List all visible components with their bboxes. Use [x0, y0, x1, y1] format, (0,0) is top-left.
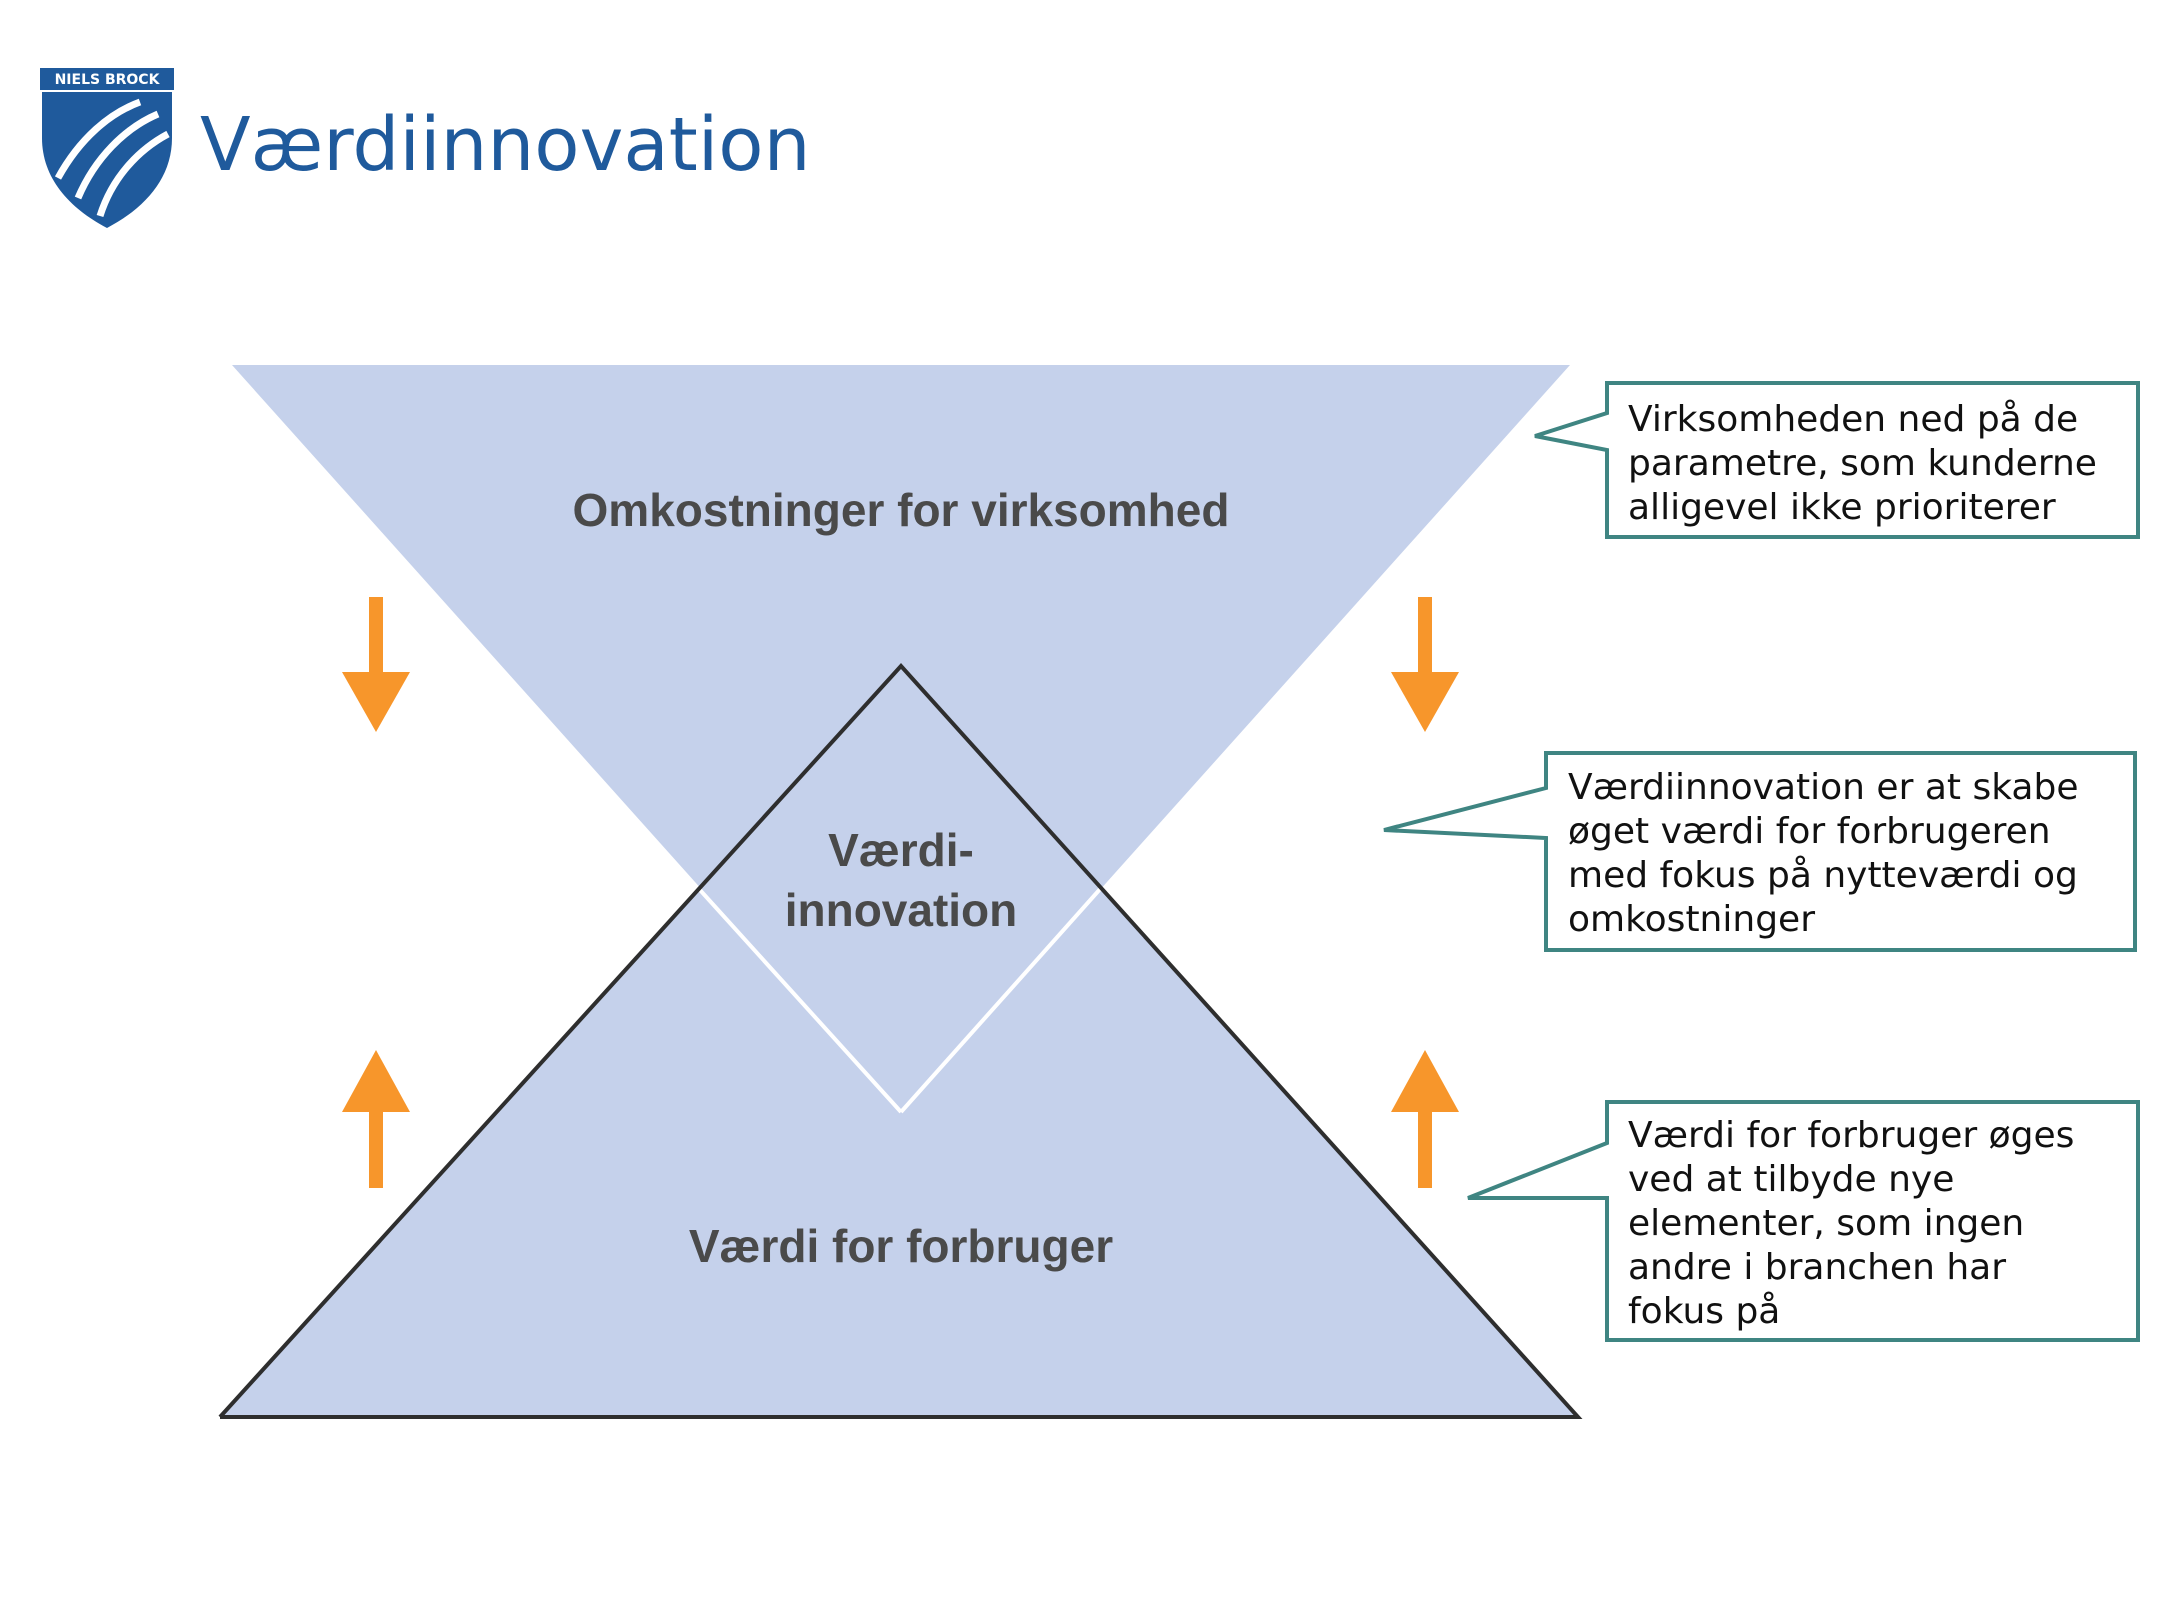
arrow-down-left: [342, 597, 410, 732]
logo-stripe: [74, 110, 160, 200]
callout-box-2: [1383, 751, 2137, 952]
logo-stripe: [96, 130, 170, 218]
callout-3-line: ved at tilbyde nye: [1628, 1159, 1955, 1200]
center-label-line1: Værdi-: [828, 824, 974, 876]
logo-stripe: [54, 98, 142, 180]
callout-box-3: [1467, 1100, 2140, 1342]
overlap-edge: [698, 888, 903, 1114]
callout-text-3: Værdi for forbruger øges ved at tilbyde …: [1628, 1114, 2074, 1334]
value-triangle: [220, 666, 1578, 1417]
callout-1-line: alligevel ikke prioriterer: [1628, 487, 2056, 528]
arrow-down-right: [1391, 597, 1459, 732]
logo-banner: [40, 68, 174, 90]
logo-text: NIELS BROCK: [55, 72, 161, 88]
callout-3-line: elementer, som ingen: [1628, 1203, 2025, 1244]
niels-brock-logo: NIELS BROCK: [40, 68, 174, 228]
callout-text-2: Værdiinnovation er at skabe øget værdi f…: [1568, 766, 2078, 942]
callout-2-line: omkostninger: [1568, 899, 1815, 940]
overlap-edge: [899, 886, 1103, 1114]
value-triangle-label: Værdi for forbruger: [689, 1220, 1113, 1272]
callout-1-line: Virksomheden ned på de: [1628, 399, 2079, 440]
callout-2-line: øget værdi for forbrugeren: [1568, 811, 2051, 852]
callout-1-line: parametre, som kunderne: [1628, 443, 2097, 484]
cost-triangle-label: Omkostninger for virksomhed: [573, 484, 1230, 536]
callout-3-line: andre i branchen har: [1628, 1247, 2006, 1288]
center-label-line2: innovation: [785, 884, 1018, 936]
callout-2-line: Værdiinnovation er at skabe: [1568, 767, 2079, 808]
callout-2-line: med fokus på nytteværdi og: [1568, 855, 2078, 896]
callout-3-line: Værdi for forbruger øges: [1628, 1115, 2075, 1156]
callout-box-1: [1534, 381, 2140, 539]
callout-text-1: Virksomheden ned på de parametre, som ku…: [1628, 398, 2097, 530]
callout-3-line: fokus på: [1628, 1291, 1781, 1332]
arrow-up-right: [1391, 1050, 1459, 1188]
value-triangle-outline: [218, 663, 1583, 1419]
arrow-up-left: [342, 1050, 410, 1188]
slide-title: Værdiinnovation: [200, 102, 811, 188]
